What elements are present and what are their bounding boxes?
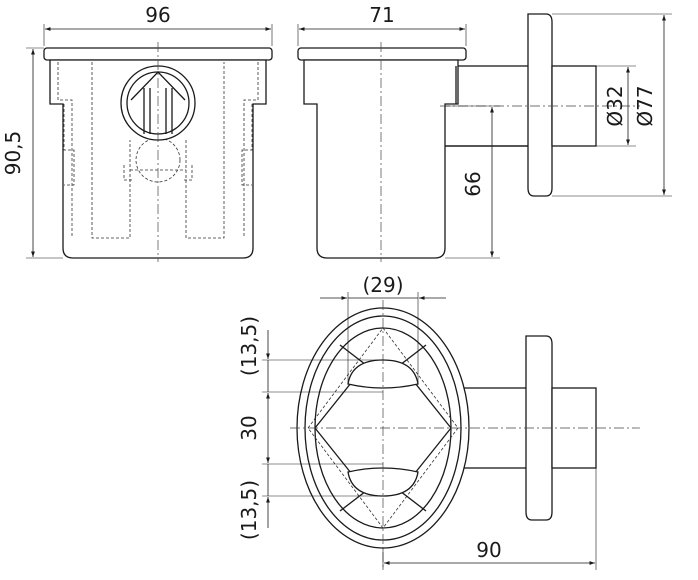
front-hidden-left — [57, 62, 75, 238]
dim-slot-bottom: (13,5) — [237, 480, 261, 540]
dim-slot-width: (29) — [362, 273, 403, 297]
dim-slot-gap: 30 — [237, 415, 261, 440]
top-view: (29) (13,5) 30 (13,5) 90 — [237, 273, 640, 570]
front-outlet-arrow — [130, 71, 186, 134]
side-view: 71 66 Ø32 Ø77 — [297, 3, 672, 262]
side-rim — [297, 47, 467, 61]
dim-front-width: 96 — [145, 3, 170, 27]
dim-total-length: 90 — [476, 538, 501, 562]
dim-front-height: 90,5 — [1, 131, 25, 176]
dim-slot-top: (13,5) — [237, 316, 261, 376]
dim-outlet-height: 66 — [461, 171, 485, 196]
dim-inner-diameter: Ø32 — [603, 85, 627, 126]
front-hidden-right — [241, 62, 259, 238]
dim-outer-diameter: Ø77 — [633, 85, 657, 126]
front-hidden-ball — [135, 137, 181, 183]
front-view: 96 90,5 — [1, 3, 273, 262]
side-wall-flange — [527, 13, 553, 197]
top-grate-diamond — [307, 327, 459, 529]
dim-side-depth: 71 — [369, 3, 394, 27]
